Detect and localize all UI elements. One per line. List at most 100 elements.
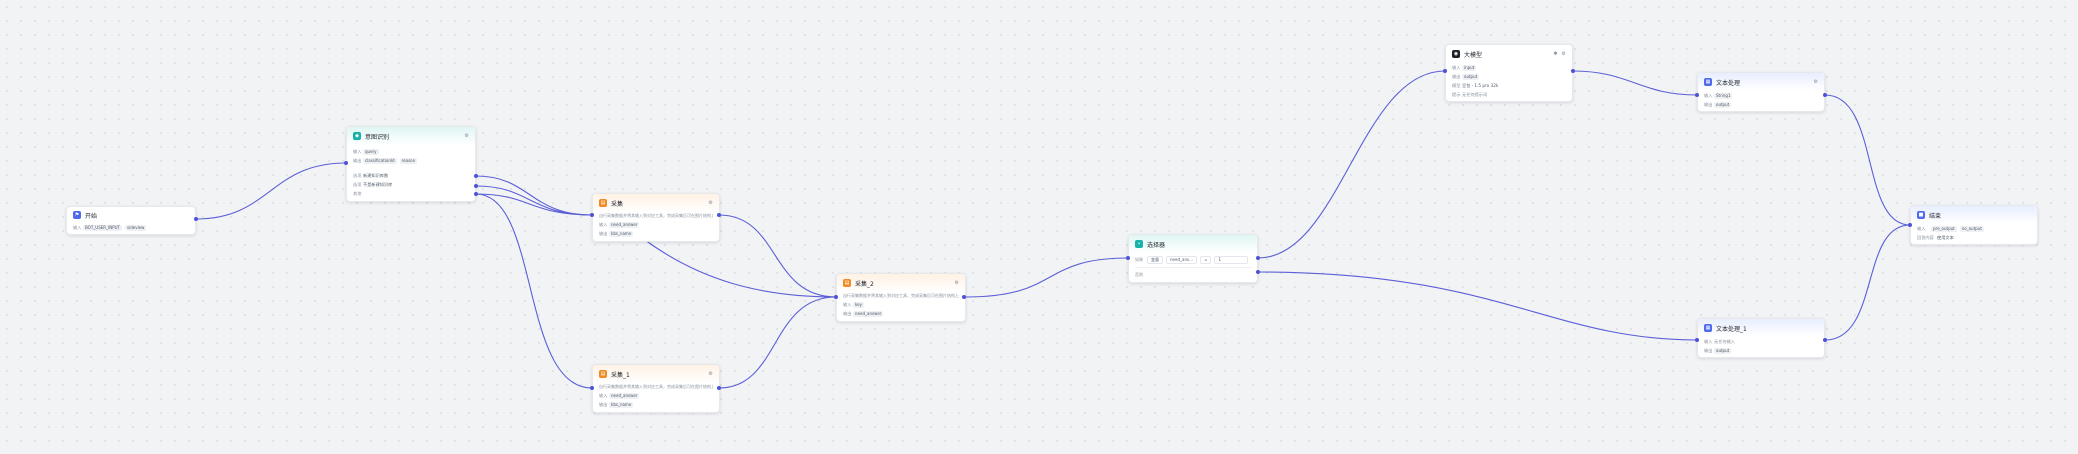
settings-icon[interactable]: ⚙ xyxy=(1561,51,1566,57)
intent-output-tag: reason xyxy=(399,157,418,164)
intent-output-label: 输出 xyxy=(353,157,362,163)
edge-selector-text1 xyxy=(1257,271,1698,341)
start-node-header: ⚑ 开始 xyxy=(67,207,195,221)
bug-icon[interactable]: ✱ xyxy=(1553,51,1558,57)
selector-node[interactable]: ⑂ 选择器 如果 变量 need_ans… = 1 否则 xyxy=(1128,234,1258,283)
collect2-node-header: ▤ 采集_2 ⚙ xyxy=(837,274,965,292)
text1-node-title: 文本处理_1 xyxy=(1716,325,1747,333)
llm-output-port[interactable] xyxy=(1571,69,1575,73)
edge-collect2-selector xyxy=(965,257,1129,298)
text1-node-header: ▦ 文本处理_1 xyxy=(1698,319,1824,337)
collect1-node[interactable]: ▤ 采集_1 ⚙ 自行采集数据并将其输入到对应工具，完成采集后可在图片结构上传到… xyxy=(592,364,720,413)
text-input-port[interactable] xyxy=(1695,93,1699,97)
selector-else-label: 否则 xyxy=(1135,272,1143,277)
text-output-port[interactable] xyxy=(1823,93,1827,97)
collect-icon: ▤ xyxy=(599,199,607,207)
start-input-tag: sideview xyxy=(125,224,147,231)
intent-output-port[interactable] xyxy=(474,174,478,178)
collect2-input-port[interactable] xyxy=(834,295,838,299)
edge-intent-collect xyxy=(475,175,593,216)
llm-input-label: 输入 xyxy=(1452,64,1461,70)
more-icon[interactable]: ⚙ xyxy=(708,371,713,377)
intent-input-port[interactable] xyxy=(344,161,348,165)
collect-output-port[interactable] xyxy=(717,213,721,217)
condition-value[interactable]: 1 xyxy=(1214,256,1248,264)
start-node[interactable]: ⚑ 开始 输入 BOT_USER_INPUT sideview xyxy=(66,206,196,235)
collect1-node-title: 采集_1 xyxy=(611,371,630,379)
more-icon[interactable]: ⚙ xyxy=(464,133,469,139)
text1-output-label: 输出 xyxy=(1704,347,1713,353)
collect1-input-label: 输入 xyxy=(599,392,608,398)
collect1-input-port[interactable] xyxy=(590,386,594,390)
collect2-output-tag: need_answer xyxy=(853,310,884,317)
collect2-desc: 自行采集数据并将其输入到对应工具，完成采集后可在图片结构上传到… xyxy=(843,293,959,298)
more-icon[interactable]: ⚙ xyxy=(1813,79,1818,85)
collect-input-port[interactable] xyxy=(590,213,594,217)
end-answer-label: 回答内容 xyxy=(1917,234,1934,240)
intent-node-title: 意图识别 xyxy=(365,133,390,141)
intent-icon: ◆ xyxy=(353,132,361,140)
selector-else-port[interactable] xyxy=(1256,270,1260,274)
collect1-output-label: 输出 xyxy=(599,401,608,407)
collect2-output-port[interactable] xyxy=(962,295,966,299)
intent-output-port[interactable] xyxy=(474,192,478,196)
end-answer-value: 使用文本 xyxy=(1937,234,1954,240)
intent-input-tag: query xyxy=(363,148,379,155)
text-input-tag: String1 xyxy=(1714,92,1733,99)
collect-node[interactable]: ▤ 采集 ⚙ 自行采集数据并将其输入到对应工具，完成采集后可在图片结构上传到… … xyxy=(592,193,720,242)
selector-condition: 如果 变量 need_ans… = 1 xyxy=(1135,255,1251,265)
end-input-port[interactable] xyxy=(1908,223,1912,227)
condition-operator[interactable]: = xyxy=(1200,256,1212,264)
selector-if-label: 如果 xyxy=(1135,257,1143,262)
selector-input-port[interactable] xyxy=(1126,256,1130,260)
end-input-label: 输入 xyxy=(1917,225,1926,231)
collect2-node[interactable]: ▤ 采集_2 ⚙ 自行采集数据并将其输入到对应工具，完成采集后可在图片结构上传到… xyxy=(836,273,966,322)
intent-output-port[interactable] xyxy=(474,184,478,188)
text-icon: ▦ xyxy=(1704,78,1712,86)
collect2-output-label: 输出 xyxy=(843,310,852,316)
collect2-node-title: 采集_2 xyxy=(855,280,874,288)
text1-output-port[interactable] xyxy=(1823,338,1827,342)
llm-output-label: 输出 xyxy=(1452,73,1461,79)
llm-model-value: 豆包 · 1.5 pro 32k xyxy=(1462,82,1499,88)
llm-prompt-label: 提示 xyxy=(1452,91,1461,97)
llm-model-label: 模型 xyxy=(1452,82,1461,88)
text-input-label: 输入 xyxy=(1704,92,1713,98)
condition-name[interactable]: need_ans… xyxy=(1166,256,1198,264)
llm-node-title: 大模型 xyxy=(1464,51,1483,59)
edge-start-intent xyxy=(195,162,347,220)
start-input-tag: BOT_USER_INPUT xyxy=(83,224,122,231)
collect-icon: ▤ xyxy=(843,279,851,287)
collect-input-tag: need_answer xyxy=(609,221,640,228)
start-output-port[interactable] xyxy=(194,217,198,221)
more-icon[interactable]: ⚙ xyxy=(954,280,959,286)
text-icon: ▦ xyxy=(1704,324,1712,332)
collect1-output-port[interactable] xyxy=(717,386,721,390)
edge-intent-collect1 xyxy=(475,193,593,389)
edge-collect-collect2 xyxy=(718,214,837,298)
collect-input-label: 输入 xyxy=(599,221,608,227)
selector-node-header: ⑂ 选择器 xyxy=(1129,235,1257,253)
intent-output-tag: classificationId xyxy=(363,157,397,164)
edge-intent-collect-b xyxy=(475,185,593,216)
llm-input-port[interactable] xyxy=(1443,69,1447,73)
text-output-tag: output xyxy=(1714,101,1732,108)
selector-node-title: 选择器 xyxy=(1147,241,1166,249)
selector-if-port[interactable] xyxy=(1256,256,1260,260)
end-input-tag: no_output xyxy=(1959,225,1984,232)
collect-node-header: ▤ 采集 ⚙ xyxy=(593,194,719,212)
llm-input-tag: input xyxy=(1462,64,1477,71)
edge-text1-end xyxy=(1824,224,1911,341)
text1-input-port[interactable] xyxy=(1695,338,1699,342)
llm-prompt-value: 无任何提示词 xyxy=(1462,91,1488,97)
more-icon[interactable]: ⚙ xyxy=(708,200,713,206)
condition-var[interactable]: 变量 xyxy=(1147,256,1163,264)
text1-input-value: 无任何输入 xyxy=(1714,338,1735,344)
